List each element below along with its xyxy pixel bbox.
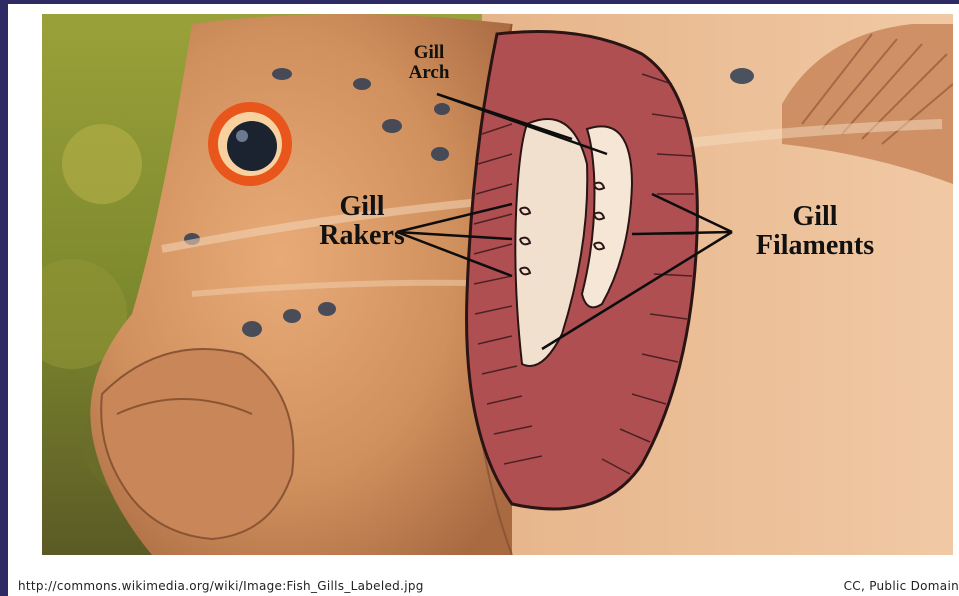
license-caption: CC, Public Domain [844,579,959,593]
fish-illustration [42,14,953,555]
gill-rakers-label: Gill Rakers [292,192,432,251]
gill-arch-label: Gill Arch [389,43,469,83]
fish-gill-photo: Gill Arch Gill Rakers Gill Filaments [42,14,953,555]
source-url-caption: http://commons.wikimedia.org/wiki/Image:… [18,579,424,593]
image-frame: Gill Arch Gill Rakers Gill Filaments htt… [8,4,959,596]
gill-filaments-label: Gill Filaments [730,202,900,261]
fish-eye [208,102,292,186]
